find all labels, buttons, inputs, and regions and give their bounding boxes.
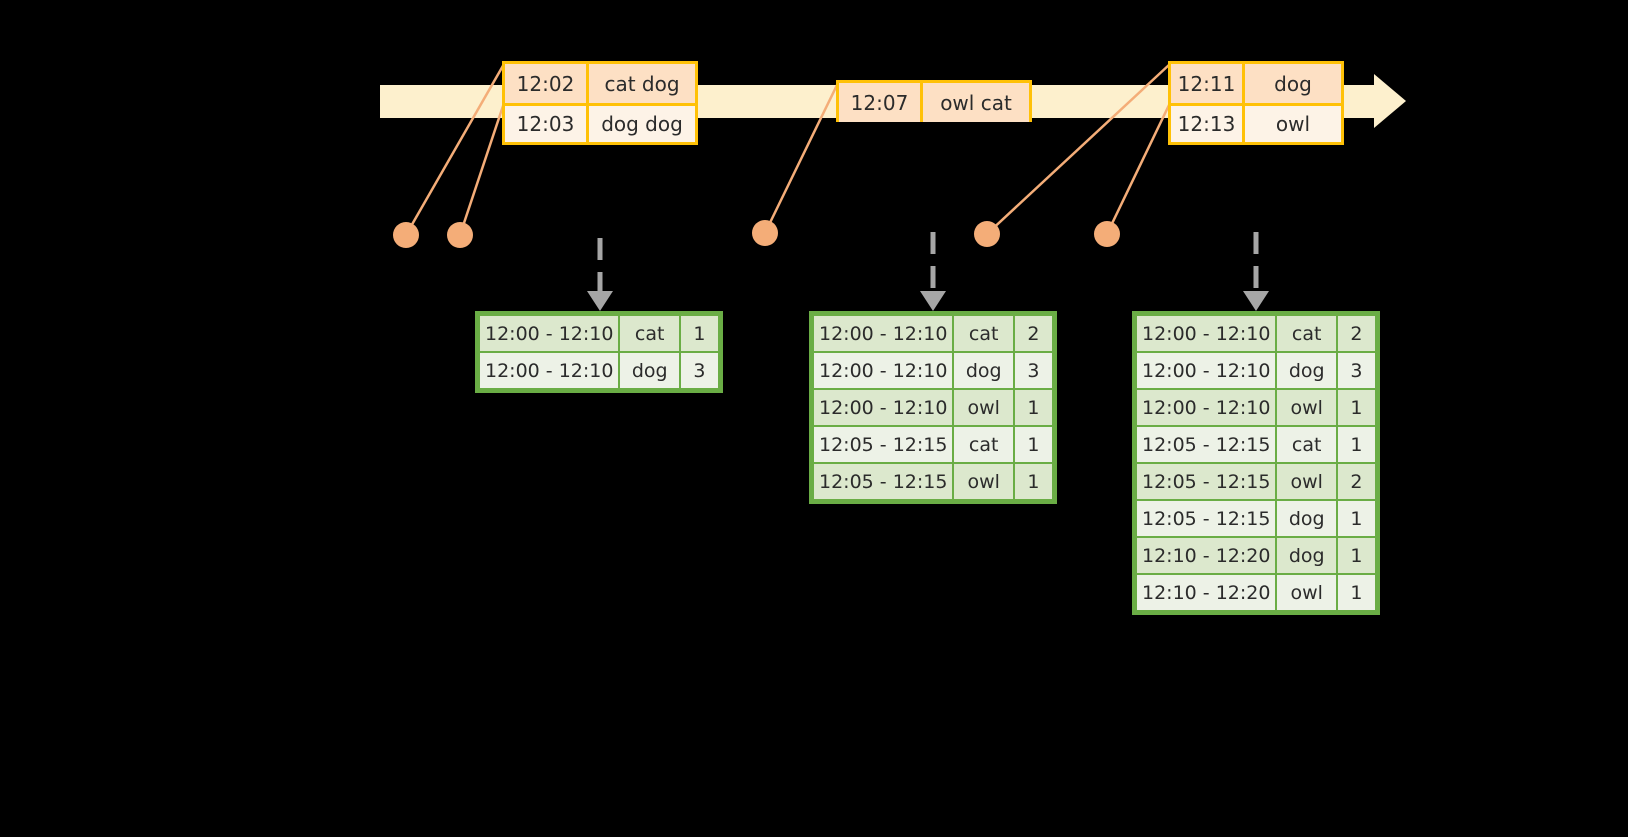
key-cell: dog: [1277, 501, 1336, 536]
window-cell: 12:10 - 12:20: [1137, 575, 1276, 610]
window-cell: 12:05 - 12:15: [1137, 464, 1276, 499]
key-cell: cat: [620, 316, 679, 351]
window-cell: 12:00 - 12:10: [814, 390, 953, 425]
connector-line-5: [1105, 102, 1172, 235]
count-cell: 3: [680, 353, 718, 388]
window-cell: 12:00 - 12:10: [480, 353, 619, 388]
event-value: dog dog: [601, 112, 683, 136]
count-cell: 1: [1337, 501, 1375, 536]
window-cell: 12:05 - 12:15: [814, 464, 953, 499]
event-row[interactable]: 12:02 cat dog: [505, 64, 695, 103]
connector-dot-2: [447, 222, 473, 248]
key-cell: cat: [1277, 427, 1336, 462]
key-cell: dog: [1277, 538, 1336, 573]
window-cell: 12:00 - 12:10: [1137, 316, 1276, 351]
event-box-1[interactable]: 12:02 cat dog 12:03 dog dog: [502, 61, 698, 145]
window-cell: 12:00 - 12:10: [480, 316, 619, 351]
key-cell: owl: [954, 464, 1013, 499]
count-cell: 1: [1337, 390, 1375, 425]
count-cell: 1: [1337, 427, 1375, 462]
event-time: 12:11: [1171, 64, 1245, 103]
event-time: 12:07: [839, 83, 923, 122]
flow-arrow-2-head-icon: [920, 291, 946, 311]
connector-dot-3: [752, 220, 778, 246]
flow-arrow-1-head-icon: [587, 291, 613, 311]
event-time: 12:03: [505, 106, 589, 142]
key-cell: dog: [620, 353, 679, 388]
event-row[interactable]: 12:11 dog: [1171, 64, 1341, 103]
count-cell: 1: [1337, 575, 1375, 610]
count-cell: 1: [680, 316, 718, 351]
key-cell: cat: [954, 316, 1013, 351]
event-time: 12:13: [1171, 106, 1245, 142]
event-time: 12:02: [505, 64, 589, 103]
key-cell: owl: [1277, 390, 1336, 425]
event-value: owl: [1275, 112, 1311, 136]
window-cell: 12:10 - 12:20: [1137, 538, 1276, 573]
connector-dots: [393, 220, 1120, 248]
count-cell: 1: [1014, 464, 1052, 499]
key-cell: cat: [954, 427, 1013, 462]
event-row[interactable]: 12:03 dog dog: [505, 103, 695, 142]
window-cell: 12:00 - 12:10: [1137, 353, 1276, 388]
flow-arrows: [587, 232, 1269, 311]
event-row[interactable]: 12:07 owl cat: [839, 83, 1029, 122]
flow-arrow-3-head-icon: [1243, 291, 1269, 311]
count-cell: 1: [1014, 427, 1052, 462]
window-cell: 12:00 - 12:10: [1137, 390, 1276, 425]
connector-dot-5: [1094, 221, 1120, 247]
key-cell: owl: [954, 390, 1013, 425]
event-value: dog: [1274, 71, 1312, 96]
connector-dot-1: [393, 222, 419, 248]
window-cell: 12:05 - 12:15: [1137, 427, 1276, 462]
key-cell: owl: [1277, 464, 1336, 499]
key-cell: dog: [954, 353, 1013, 388]
count-cell: 3: [1014, 353, 1052, 388]
window-cell: 12:05 - 12:15: [1137, 501, 1276, 536]
key-cell: cat: [1277, 316, 1336, 351]
count-cell: 2: [1337, 464, 1375, 499]
count-cell: 1: [1337, 538, 1375, 573]
count-cell: 2: [1014, 316, 1052, 351]
event-value: owl cat: [940, 90, 1012, 115]
timeline-arrowhead-icon: [1374, 74, 1406, 128]
count-cell: 2: [1337, 316, 1375, 351]
key-cell: owl: [1277, 575, 1336, 610]
window-cell: 12:05 - 12:15: [814, 427, 953, 462]
event-value: cat dog: [604, 71, 680, 96]
connector-line-2: [458, 102, 506, 236]
event-row[interactable]: 12:13 owl: [1171, 103, 1341, 142]
count-cell: 1: [1014, 390, 1052, 425]
key-cell: dog: [1277, 353, 1336, 388]
window-cell: 12:00 - 12:10: [814, 316, 953, 351]
count-cell: 3: [1337, 353, 1375, 388]
event-box-3[interactable]: 12:11 dog 12:13 owl: [1168, 61, 1344, 145]
event-box-2[interactable]: 12:07 owl cat: [836, 80, 1032, 122]
window-cell: 12:00 - 12:10: [814, 353, 953, 388]
connector-dot-4: [974, 221, 1000, 247]
